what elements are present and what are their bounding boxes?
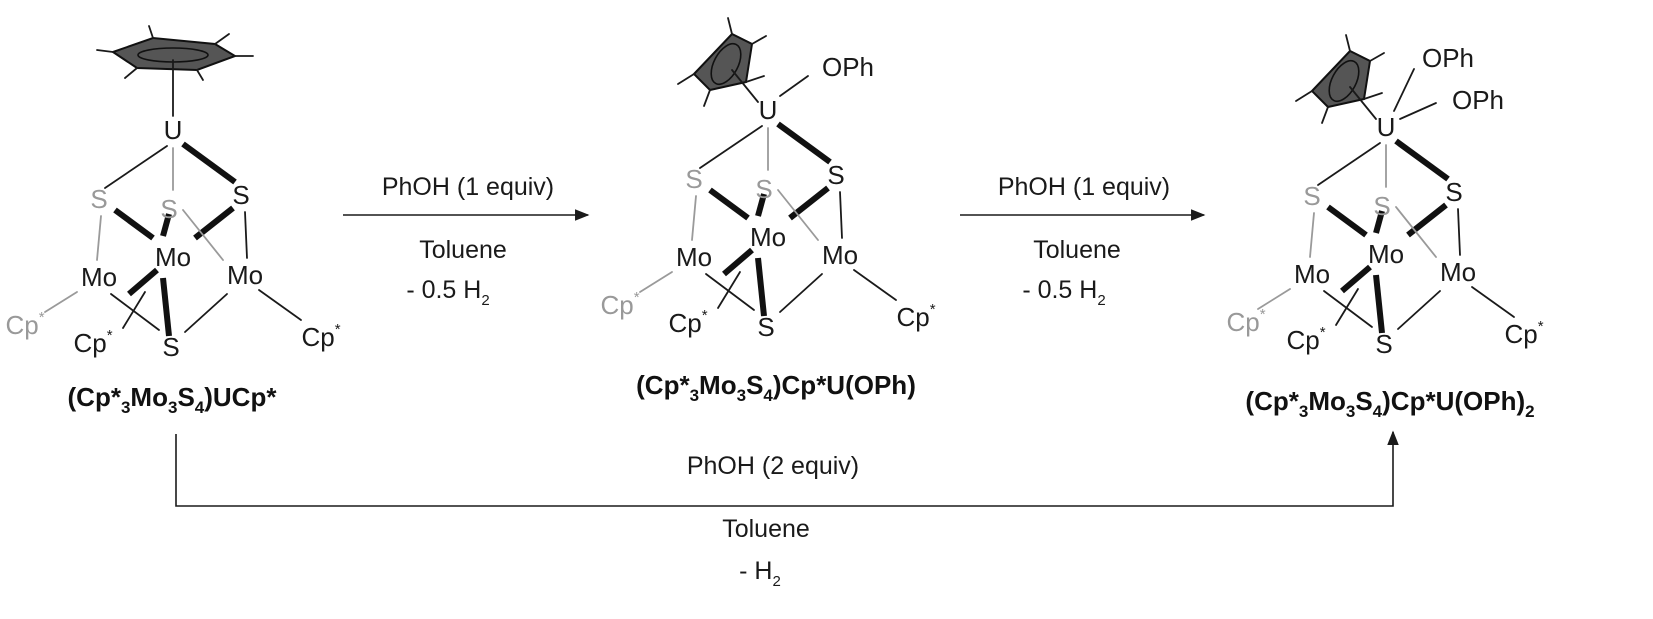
cp-star-back-label: Cp* <box>600 289 639 320</box>
molybdenum-atom-left: Mo <box>1294 259 1330 289</box>
compound-1: U S S S Mo Mo Mo S Cp* Cp* Cp* <box>5 25 341 362</box>
solvent-label: Toluene <box>722 515 810 543</box>
compound-2-name: (Cp*3Mo3S4)Cp*U(OPh) <box>636 370 916 405</box>
molybdenum-atom-right: Mo <box>1440 257 1476 287</box>
molybdenum-atom-left: Mo <box>676 242 712 272</box>
cp-star-back-label: Cp* <box>1226 306 1265 337</box>
reaction-step-direct: PhOH (2 equiv) Toluene - H2 <box>175 430 1399 590</box>
byproduct-label: - H2 <box>739 557 781 590</box>
uranium-atom: U <box>164 115 183 145</box>
molybdenum-atom-right: Mo <box>227 260 263 290</box>
cp-star-right-label: Cp* <box>1504 318 1543 349</box>
sulfur-atom-back-left: S <box>1303 181 1320 211</box>
reagent-label: PhOH (1 equiv) <box>382 173 554 201</box>
reaction-step-2: PhOH (1 equiv) Toluene - 0.5 H2 <box>960 173 1206 309</box>
sulfur-atom-right: S <box>1445 177 1462 207</box>
solvent-label: Toluene <box>419 236 507 264</box>
compound-2: OPh U S S S Mo Mo Mo S Cp* Cp* Cp* <box>600 17 936 342</box>
sulfur-atom-bottom: S <box>162 332 179 362</box>
sulfur-atom-right: S <box>232 180 249 210</box>
molybdenum-atom-center: Mo <box>750 222 786 252</box>
sulfur-atom-right: S <box>827 160 844 190</box>
cp-star-right-label: Cp* <box>896 301 935 332</box>
sulfur-atom-back: S <box>1373 191 1390 221</box>
sulfur-atom-back: S <box>755 174 772 204</box>
sulfur-atom-back-left: S <box>90 184 107 214</box>
molybdenum-atom-right: Mo <box>822 240 858 270</box>
sulfur-atom-back-left: S <box>685 164 702 194</box>
phenoxide-label-2: OPh <box>1452 85 1504 115</box>
cp-star-back-label: Cp* <box>5 309 44 340</box>
uranium-atom: U <box>1377 112 1396 142</box>
cp-star-front-label: Cp* <box>73 327 112 358</box>
uranium-atom: U <box>759 95 778 125</box>
direct-route-arrow <box>175 430 1399 507</box>
compound-1-name: (Cp*3Mo3S4)UCp* <box>68 382 278 417</box>
molybdenum-atom-center: Mo <box>155 242 191 272</box>
molybdenum-atom-center: Mo <box>1368 239 1404 269</box>
reagent-label: PhOH (1 equiv) <box>998 173 1170 201</box>
phenoxide-label: OPh <box>822 52 874 82</box>
reagent-label: PhOH (2 equiv) <box>687 452 859 480</box>
cp-star-right-label: Cp* <box>301 321 340 352</box>
byproduct-label: - 0.5 H2 <box>1022 276 1105 309</box>
cp-star-front-label: Cp* <box>1286 324 1325 355</box>
reaction-step-1: PhOH (1 equiv) Toluene - 0.5 H2 <box>343 173 590 309</box>
cp-star-ring <box>677 17 809 107</box>
solvent-label: Toluene <box>1033 236 1121 264</box>
molybdenum-atom-left: Mo <box>81 262 117 292</box>
sulfur-atom-bottom: S <box>757 312 774 342</box>
byproduct-label: - 0.5 H2 <box>406 276 489 309</box>
compound-3: OPh OPh U S S S Mo Mo Mo S Cp* Cp* Cp* <box>1226 34 1544 359</box>
sulfur-atom-bottom: S <box>1375 329 1392 359</box>
cp-star-ring <box>1295 34 1437 124</box>
phenoxide-label-1: OPh <box>1422 43 1474 73</box>
cp-star-front-label: Cp* <box>668 307 707 338</box>
sulfur-atom-back: S <box>160 194 177 224</box>
cp-star-ring <box>96 25 254 117</box>
compound-3-name: (Cp*3Mo3S4)Cp*U(OPh)2 <box>1245 386 1534 421</box>
